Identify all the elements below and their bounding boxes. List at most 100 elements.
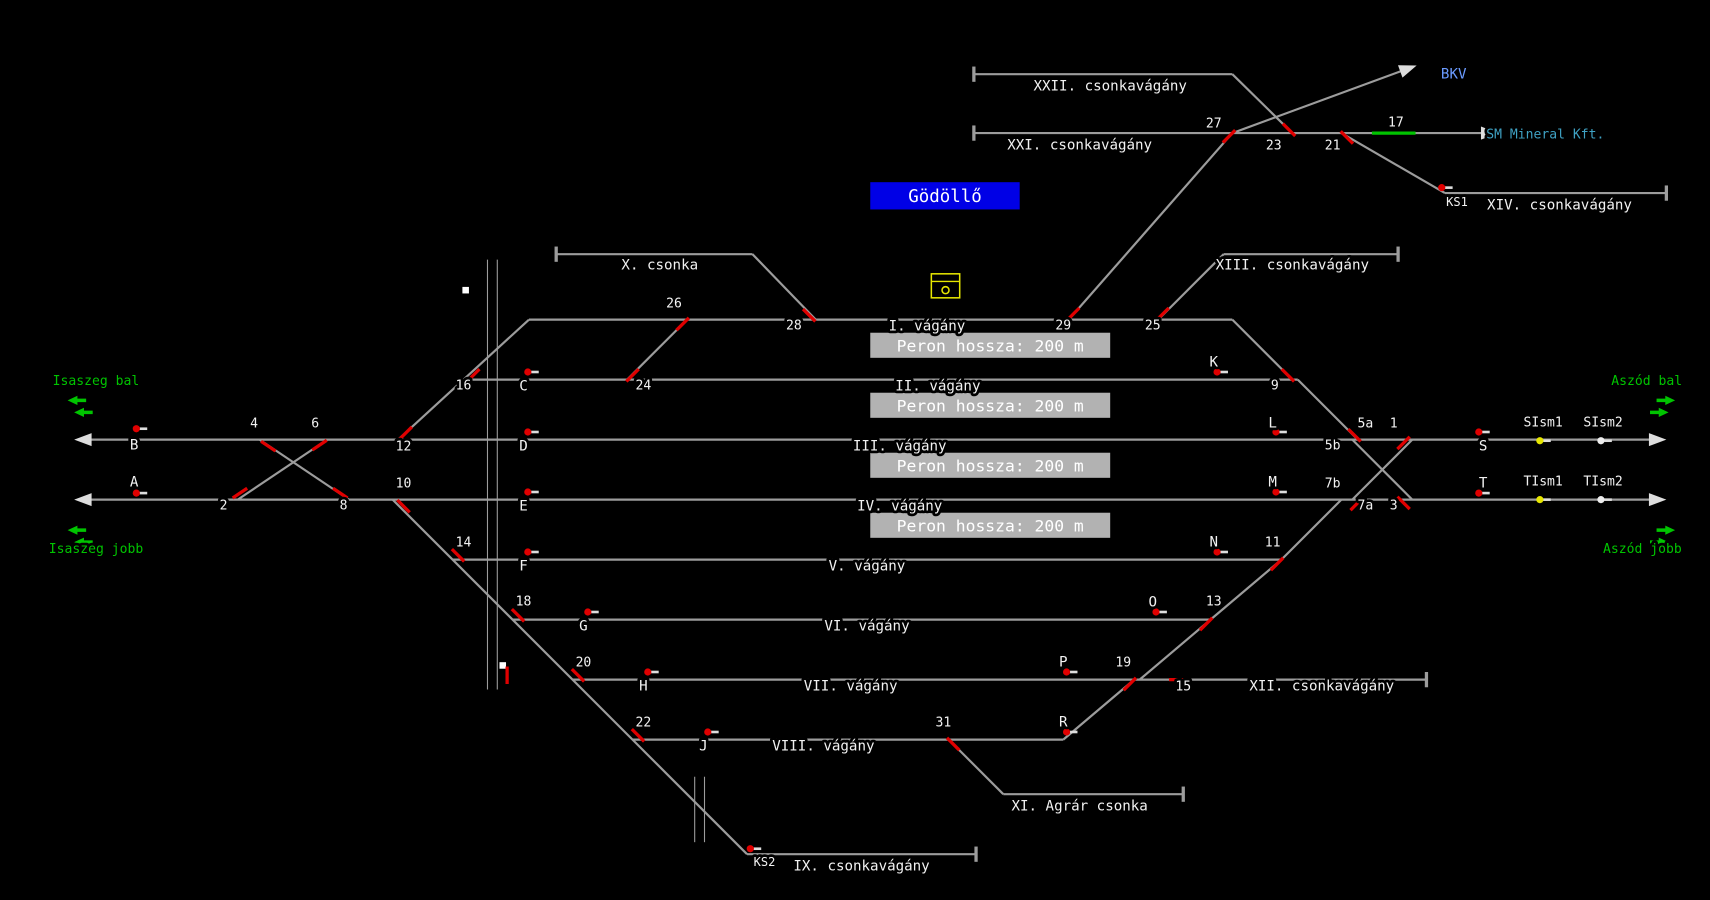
switch-mark[interactable] [801, 307, 817, 323]
signal-TIsm1[interactable] [1536, 496, 1551, 504]
station-building-icon [930, 273, 961, 299]
label-aszod-bal: Aszód bal [1611, 374, 1682, 389]
signal-A[interactable] [132, 489, 148, 497]
signal-label-C: C [519, 379, 528, 395]
label-stub-10: X. csonka [621, 257, 698, 273]
signal-label-E: E [519, 499, 528, 515]
signal-mast [1279, 430, 1287, 434]
switch-mark[interactable] [1339, 130, 1355, 145]
route-direction-arrow [67, 525, 87, 535]
label-isaszeg-bal: Isaszeg bal [53, 374, 140, 389]
signal-N[interactable] [1213, 548, 1228, 556]
switch-label-17: 17 [1388, 116, 1404, 131]
signal-S[interactable] [1475, 428, 1490, 436]
signal-P[interactable] [1062, 668, 1078, 676]
label-track-7: VII. vágány [804, 679, 898, 695]
switch-mark[interactable] [1396, 495, 1411, 511]
signal-TIsm2[interactable] [1597, 496, 1612, 504]
signal-D[interactable] [524, 428, 539, 436]
switch-mark[interactable] [630, 727, 646, 743]
switch-mark[interactable] [945, 736, 961, 752]
track-line [1138, 618, 1212, 681]
route-direction-arrow [1656, 395, 1676, 405]
switch-mark[interactable] [311, 438, 328, 452]
signal-SIsm2[interactable] [1597, 437, 1612, 445]
route-direction-arrow [1650, 537, 1669, 547]
signal-mast [1444, 186, 1453, 189]
switch-label-29: 29 [1055, 318, 1071, 333]
switch-label-20: 20 [576, 656, 592, 671]
switch-mark[interactable] [450, 547, 466, 563]
direction-arrow [1648, 433, 1667, 447]
switch-mark[interactable] [1122, 676, 1138, 692]
switch-label-5b: 5b [1325, 438, 1341, 453]
signal-label-L: L [1268, 416, 1277, 432]
signal-lamp [1475, 489, 1483, 497]
switch-mark[interactable] [396, 498, 411, 514]
signal-L[interactable] [1272, 428, 1287, 436]
direction-arrow [74, 493, 92, 507]
switch-mark[interactable] [260, 439, 277, 453]
signal-M[interactable] [1272, 488, 1287, 496]
signal-C[interactable] [524, 368, 539, 376]
signal-lamp [1062, 668, 1071, 676]
signal-G[interactable] [584, 608, 599, 616]
direction-arrow [74, 433, 92, 447]
switch-mark[interactable] [332, 486, 349, 500]
signal-B[interactable] [132, 425, 148, 433]
signal-lamp [1475, 428, 1483, 436]
signal-label-N: N [1210, 535, 1219, 551]
signal-J[interactable] [704, 728, 719, 736]
switch-mark[interactable] [398, 425, 414, 441]
switch-mark[interactable] [1349, 496, 1364, 512]
track-line [1062, 678, 1135, 741]
switch-mark[interactable] [231, 486, 249, 500]
switch-mark[interactable] [625, 367, 640, 383]
switch-mark[interactable] [1155, 306, 1170, 322]
switch-mark[interactable] [675, 316, 691, 332]
switch-label-25: 25 [1145, 318, 1161, 333]
switch-mark[interactable] [1347, 427, 1362, 443]
signal-lamp [1597, 437, 1605, 445]
switch-label-6: 6 [311, 417, 319, 432]
signal-lamp [1536, 437, 1544, 445]
label-stub-13: XIII. csonkavágány [1216, 257, 1369, 273]
direction-arrow [1398, 65, 1417, 78]
label-track-5: V. vágány [829, 559, 906, 575]
label-sm-mineral: SM Mineral Kft. [1486, 128, 1604, 143]
signal-label-P: P [1059, 655, 1068, 671]
signal-lamp [1062, 728, 1071, 736]
signal-SIsm1[interactable] [1536, 437, 1551, 445]
signal-label-D: D [519, 439, 528, 455]
signal-lamp [132, 489, 140, 497]
signal-KS2[interactable] [746, 845, 762, 853]
signal-H[interactable] [644, 668, 659, 676]
signal-O[interactable] [1152, 608, 1167, 616]
switch-mark[interactable] [510, 607, 526, 623]
signal-mast [1069, 670, 1078, 674]
signal-E[interactable] [524, 488, 539, 496]
switch-mark[interactable] [1280, 367, 1296, 383]
switch-mark[interactable] [1198, 616, 1214, 632]
signal-R[interactable] [1062, 728, 1078, 736]
signal-lamp [1536, 496, 1544, 504]
switch-mark[interactable] [1221, 129, 1237, 144]
signal-F[interactable] [524, 548, 539, 556]
route-direction-arrow [67, 395, 87, 405]
signal-KS1[interactable] [1438, 184, 1453, 192]
route-direction-arrow [74, 537, 93, 547]
signal-T[interactable] [1475, 489, 1490, 497]
signal-mast [531, 490, 539, 494]
signal-K[interactable] [1213, 368, 1228, 376]
switch-mark[interactable] [465, 367, 481, 383]
switch-mark[interactable] [1281, 122, 1297, 138]
switch-mark[interactable] [1269, 556, 1285, 572]
switch-mark[interactable] [1396, 435, 1411, 451]
label-stub-22: XXII. csonkavágány [1033, 79, 1186, 95]
signal-lamp [524, 368, 532, 376]
signal-mast [1604, 439, 1612, 443]
signal-label-M: M [1268, 475, 1277, 491]
switch-mark[interactable] [1065, 306, 1081, 322]
switch-mark[interactable] [570, 667, 586, 683]
